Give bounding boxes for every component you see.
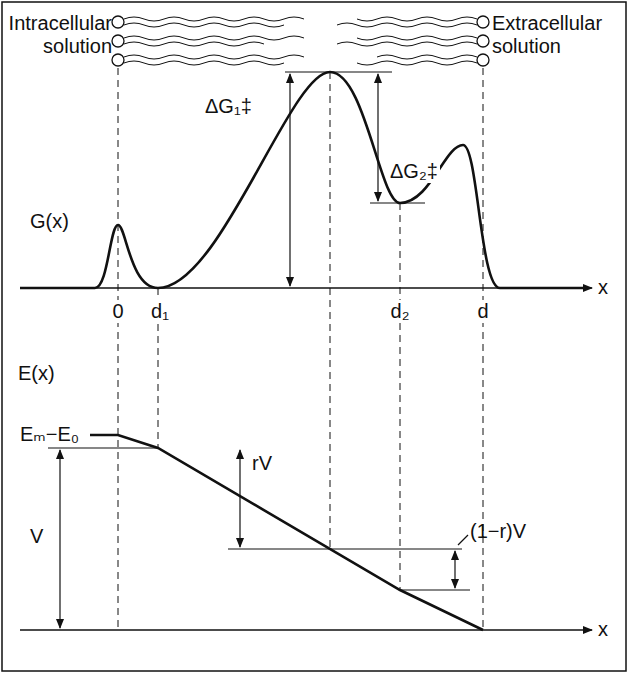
voltage-fraction: (1−r)V	[470, 520, 526, 543]
axis-name: G(x)	[30, 210, 69, 233]
axis-name: x	[598, 618, 608, 641]
voltage-fraction: rV	[252, 452, 272, 475]
position-tick: 0	[110, 300, 125, 323]
position-tick: d₁	[149, 300, 171, 323]
membrane-side-label: Extracellular solution	[492, 12, 622, 58]
position-tick: d₂	[389, 300, 412, 323]
axis-name: E(x)	[18, 362, 55, 385]
axis-name: x	[598, 276, 608, 299]
membrane-side-label: Intracellular solution	[4, 12, 112, 58]
potential-label: Eₘ−E₀	[20, 423, 79, 446]
barrier-height: ΔG₁‡	[205, 95, 252, 118]
barrier-height: ΔG₂‡	[388, 160, 440, 183]
position-tick: d	[475, 300, 490, 323]
voltage-label: V	[30, 525, 43, 548]
